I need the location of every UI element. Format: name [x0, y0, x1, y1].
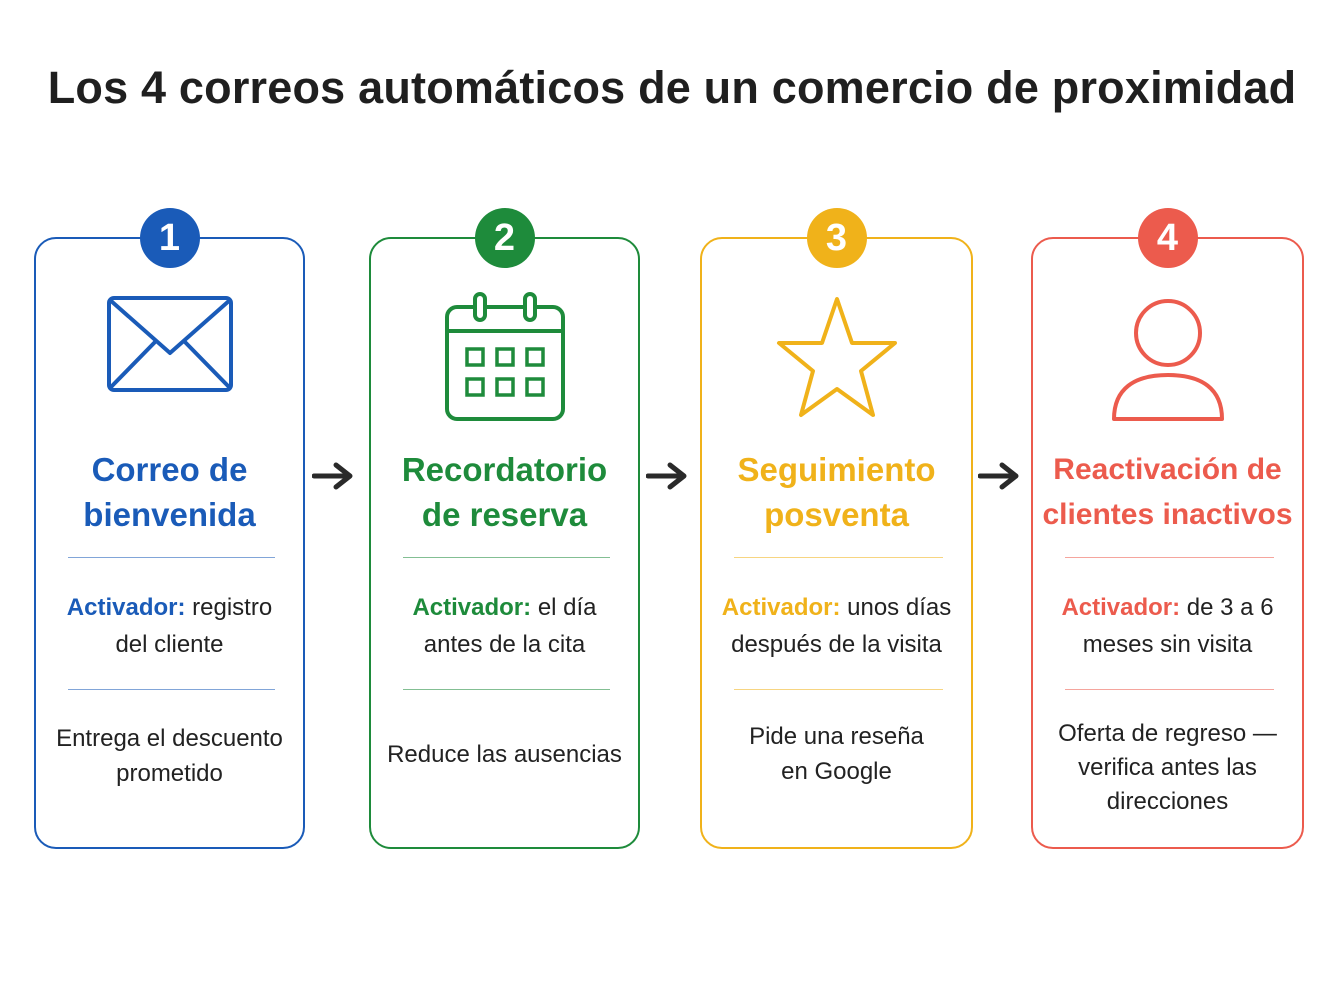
- arrow-right-icon: [645, 462, 688, 495]
- email-card-followup: 3 Seguimiento posventa Activador: unos d…: [700, 208, 973, 849]
- card-title: Seguimiento posventa: [737, 451, 936, 533]
- trigger-value: unos días después de la visita: [731, 594, 952, 658]
- trigger-label: Activador:: [721, 594, 841, 621]
- divider: [403, 557, 610, 558]
- benefit-text: Reduce las ausencias: [387, 741, 622, 768]
- star-icon: [775, 293, 899, 426]
- step-number-badge: 1: [139, 208, 200, 268]
- card-title: Correo de bienvenida: [83, 451, 256, 533]
- trigger-text: Activador: unos días después de la visit…: [702, 589, 971, 663]
- benefit-text: Oferta de regreso — verifica antes las d…: [1058, 720, 1277, 815]
- email-card-reminder: 2 Recordatorio de reserva Activador: el …: [369, 208, 640, 849]
- arrow-right-icon: [977, 462, 1020, 495]
- trigger-value: el día antes de la cita: [423, 594, 597, 658]
- divider: [734, 689, 943, 690]
- trigger-label: Activador:: [1061, 594, 1181, 621]
- trigger-value: de 3 a 6 meses sin visita: [1082, 594, 1274, 658]
- trigger-label: Activador:: [66, 594, 186, 621]
- page-title: Los 4 correos automáticos de un comercio…: [47, 62, 1297, 113]
- divider: [403, 689, 610, 690]
- envelope-icon: [106, 295, 234, 398]
- trigger-text: Activador: el día antes de la cita: [371, 589, 638, 663]
- divider: [734, 557, 943, 558]
- benefit-text: Pide una reseña en Google: [749, 723, 924, 785]
- benefit-text: Entrega el descuento prometido: [56, 725, 283, 787]
- person-icon: [1110, 297, 1226, 428]
- divider: [1065, 689, 1274, 690]
- calendar-icon: [443, 291, 567, 428]
- trigger-text: Activador: de 3 a 6 meses sin visita: [1033, 589, 1302, 663]
- step-number-badge: 4: [1137, 208, 1198, 268]
- trigger-value: registro del cliente: [115, 594, 273, 658]
- card-title: Recordatorio de reserva: [401, 451, 608, 533]
- email-card-welcome: 1 Correo de bienvenida Activador: regist…: [34, 208, 305, 849]
- step-number-badge: 3: [806, 208, 867, 268]
- trigger-text: Activador: registro del cliente: [36, 589, 303, 663]
- email-card-reactivation: 4 Reactivación de clientes inactivos Act…: [1031, 208, 1304, 849]
- divider: [68, 689, 275, 690]
- arrow-right-icon: [311, 462, 354, 495]
- divider: [68, 557, 275, 558]
- card-title: Reactivación de clientes inactivos: [1042, 453, 1293, 531]
- divider: [1065, 557, 1274, 558]
- trigger-label: Activador:: [412, 594, 532, 621]
- step-number-badge: 2: [474, 208, 535, 268]
